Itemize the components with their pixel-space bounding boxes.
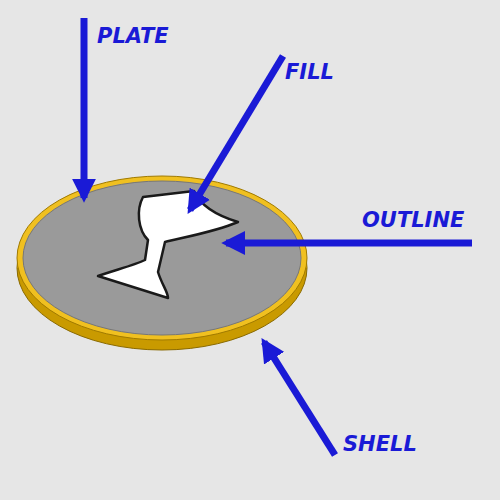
plate [23, 181, 301, 335]
goblet-fill [98, 191, 238, 298]
callout-arrows [84, 18, 472, 455]
part-label: OUTLINE [362, 210, 464, 231]
part-label: SHELL [343, 434, 417, 455]
part-label: PLATE [97, 26, 169, 47]
part-label: FILL [285, 62, 334, 83]
shell [17, 176, 307, 350]
